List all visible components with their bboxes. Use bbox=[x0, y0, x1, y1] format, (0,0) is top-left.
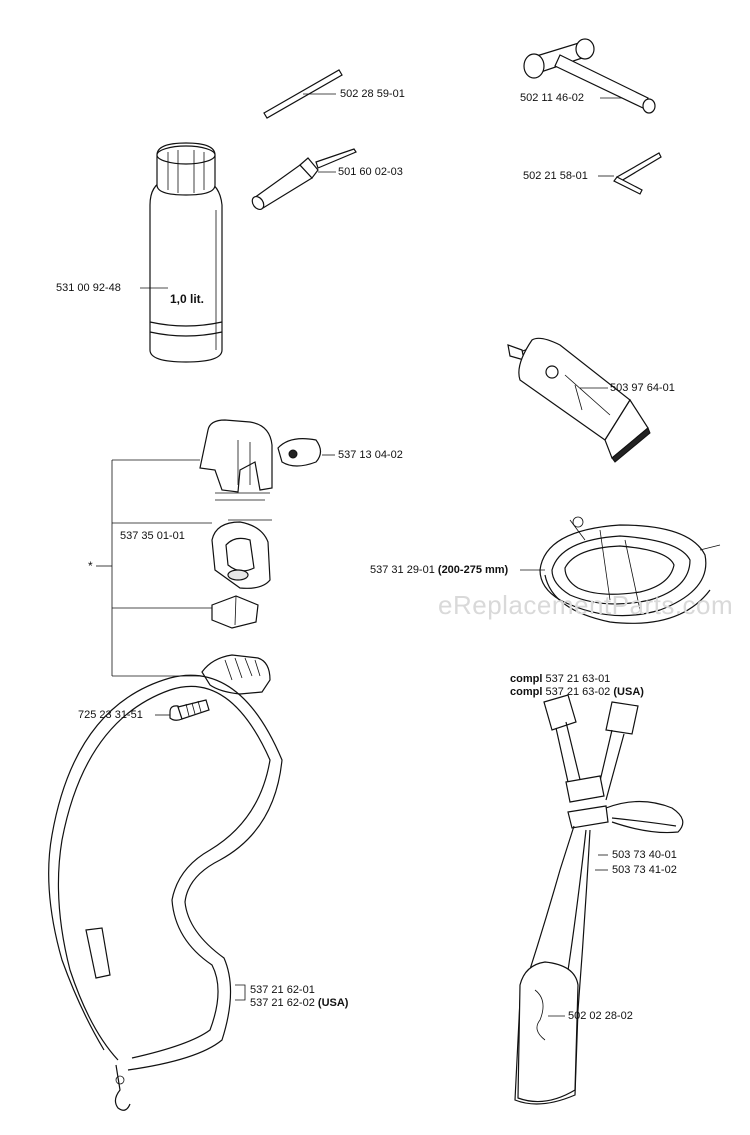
label-hex-key: 502 21 58-01 bbox=[523, 170, 588, 182]
clip-assembly bbox=[96, 419, 335, 721]
combi-wrench-part bbox=[523, 38, 656, 114]
label-clip-ring: 537 35 01-01 bbox=[120, 530, 185, 542]
trimmer-line-note: (200-275 mm) bbox=[437, 564, 509, 576]
screwdriver-part bbox=[251, 148, 357, 211]
grease-tube-part bbox=[507, 337, 651, 463]
label-bottle: 531 00 92-48 bbox=[56, 282, 121, 294]
harness-1-prefix: compl bbox=[510, 673, 543, 685]
label-rod: 502 28 59-01 bbox=[340, 88, 405, 100]
hex-key-part bbox=[598, 152, 662, 195]
harness-2-number: 537 21 63-02 bbox=[545, 686, 611, 698]
label-screwdriver: 501 60 02-03 bbox=[338, 166, 403, 178]
harness-part bbox=[514, 694, 684, 1105]
label-harness-hook: 502 02 28-02 bbox=[568, 1010, 633, 1022]
watermark-text: eReplacementParts.com bbox=[438, 590, 734, 620]
label-combi-wrench: 502 11 46-02 bbox=[520, 92, 585, 104]
strap-b-note: (USA) bbox=[317, 997, 349, 1009]
harness-2-prefix: compl bbox=[510, 686, 543, 698]
label-harness-buckle-b: 503 73 41-02 bbox=[612, 864, 677, 876]
label-harness-2: compl 537 21 63-02 (USA) bbox=[510, 686, 644, 699]
label-screw: 725 23 31-51 bbox=[78, 709, 143, 721]
strap-b-number: 537 21 62-02 bbox=[250, 997, 315, 1009]
label-harness-1: compl 537 21 63-01 bbox=[510, 673, 610, 686]
label-strap-b: 537 21 62-02 (USA) bbox=[250, 997, 348, 1010]
bottle-part bbox=[140, 142, 223, 363]
harness-2-note: (USA) bbox=[613, 686, 644, 698]
neck-strap-part bbox=[48, 674, 283, 1111]
label-trimmer-line: 537 31 29-01 (200-275 mm) bbox=[370, 564, 508, 577]
label-grease-tube: 503 97 64-01 bbox=[610, 382, 675, 394]
label-strap-a: 537 21 62-01 bbox=[250, 984, 315, 996]
rod-part bbox=[263, 69, 343, 119]
trimmer-line-part bbox=[520, 516, 721, 624]
label-harness-buckle-a: 503 73 40-01 bbox=[612, 849, 677, 861]
label-clip-cover: 537 13 04-02 bbox=[338, 449, 403, 461]
bottle-volume-text: 1,0 lit. bbox=[170, 292, 205, 306]
group-marker: * bbox=[88, 559, 93, 573]
harness-1-number: 537 21 63-01 bbox=[545, 673, 611, 685]
trimmer-line-number: 537 31 29-01 bbox=[370, 564, 435, 576]
